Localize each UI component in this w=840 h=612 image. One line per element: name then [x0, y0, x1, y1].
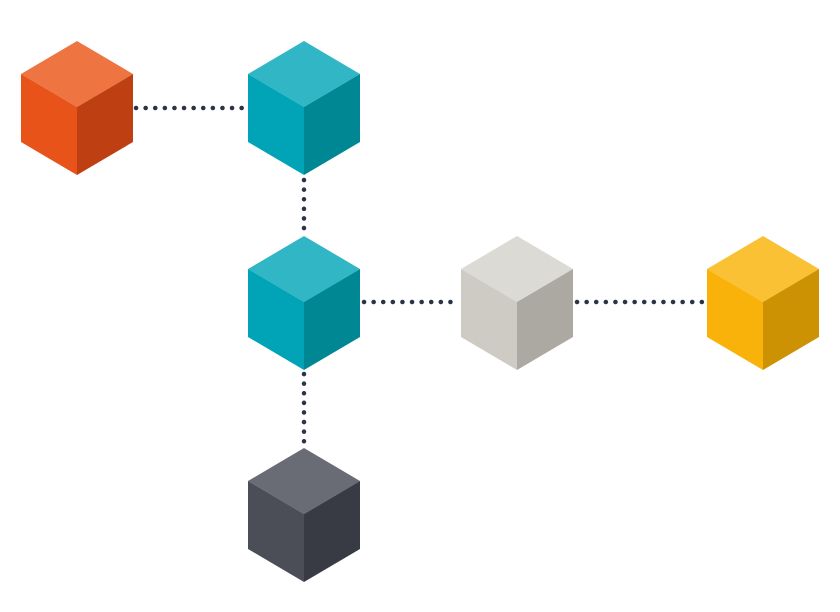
dark-cube-left-face	[248, 481, 304, 582]
orange-cube-left-face	[21, 74, 77, 175]
yellow-cube-right-face	[763, 269, 819, 370]
gray-cube-right-face	[517, 269, 573, 370]
teal-cube-top-right-face	[304, 74, 360, 175]
teal-cube-top	[248, 41, 360, 175]
orange-cube-right-face	[77, 74, 133, 175]
dark-cube-right-face	[304, 481, 360, 582]
teal-cube-middle	[248, 236, 360, 370]
connector-layer	[133, 105, 709, 447]
teal-cube-middle-left-face	[248, 269, 304, 370]
teal-cube-top-left-face	[248, 74, 304, 175]
teal-cube-middle-right-face	[304, 269, 360, 370]
yellow-cube-left-face	[707, 269, 763, 370]
cube-layer	[21, 41, 819, 582]
yellow-cube	[707, 236, 819, 370]
orange-cube	[21, 41, 133, 175]
dark-cube	[248, 448, 360, 582]
gray-cube-left-face	[461, 269, 517, 370]
gray-cube	[461, 236, 573, 370]
